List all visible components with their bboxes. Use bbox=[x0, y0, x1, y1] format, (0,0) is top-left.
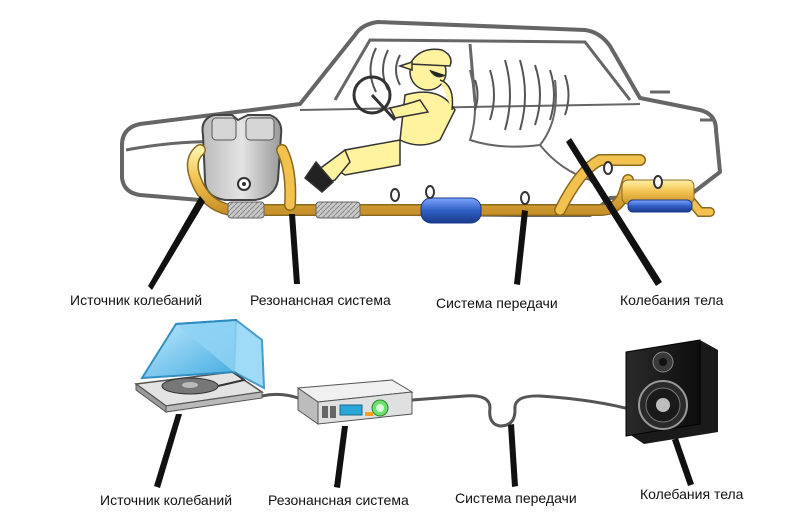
car-illustration bbox=[120, 20, 722, 224]
pointer-top-transmission bbox=[514, 210, 528, 285]
bottom-pointer-lines bbox=[154, 414, 694, 488]
exhaust-pipe bbox=[186, 144, 715, 217]
center-muffler bbox=[420, 197, 482, 224]
label-bottom-resonance: Резонансная система bbox=[268, 492, 409, 508]
car-window-frame bbox=[333, 38, 632, 101]
speaker bbox=[625, 339, 718, 444]
car-body-outline bbox=[120, 20, 722, 217]
turntable bbox=[134, 318, 266, 413]
pointer-bottom-body bbox=[672, 438, 694, 486]
audio-cable bbox=[261, 392, 641, 428]
exhaust-hangers bbox=[390, 161, 663, 205]
pointer-bottom-resonance bbox=[334, 426, 348, 488]
label-top-resonance: Резонансная система bbox=[250, 292, 391, 308]
pointer-top-source bbox=[148, 196, 205, 290]
pointer-bottom-source bbox=[154, 414, 182, 488]
label-bottom-body: Колебания тела bbox=[640, 486, 744, 502]
label-top-transmission: Система передачи bbox=[436, 295, 558, 311]
label-bottom-source: Источник колебаний bbox=[100, 492, 233, 508]
engine bbox=[201, 114, 283, 201]
label-top-source: Источник колебаний bbox=[70, 292, 203, 308]
flex-section-1 bbox=[227, 201, 265, 219]
pointer-top-body bbox=[566, 138, 662, 286]
pointer-bottom-transmission bbox=[508, 424, 518, 487]
top-pointer-lines bbox=[148, 138, 662, 290]
label-top-body: Колебания тела bbox=[620, 292, 724, 308]
amplifier bbox=[296, 379, 414, 425]
driver-figure bbox=[303, 48, 456, 193]
pointer-top-resonance bbox=[289, 214, 300, 284]
car-seat bbox=[468, 69, 557, 148]
flex-section-2 bbox=[315, 201, 361, 219]
label-bottom-transmission: Система передачи bbox=[455, 490, 577, 506]
